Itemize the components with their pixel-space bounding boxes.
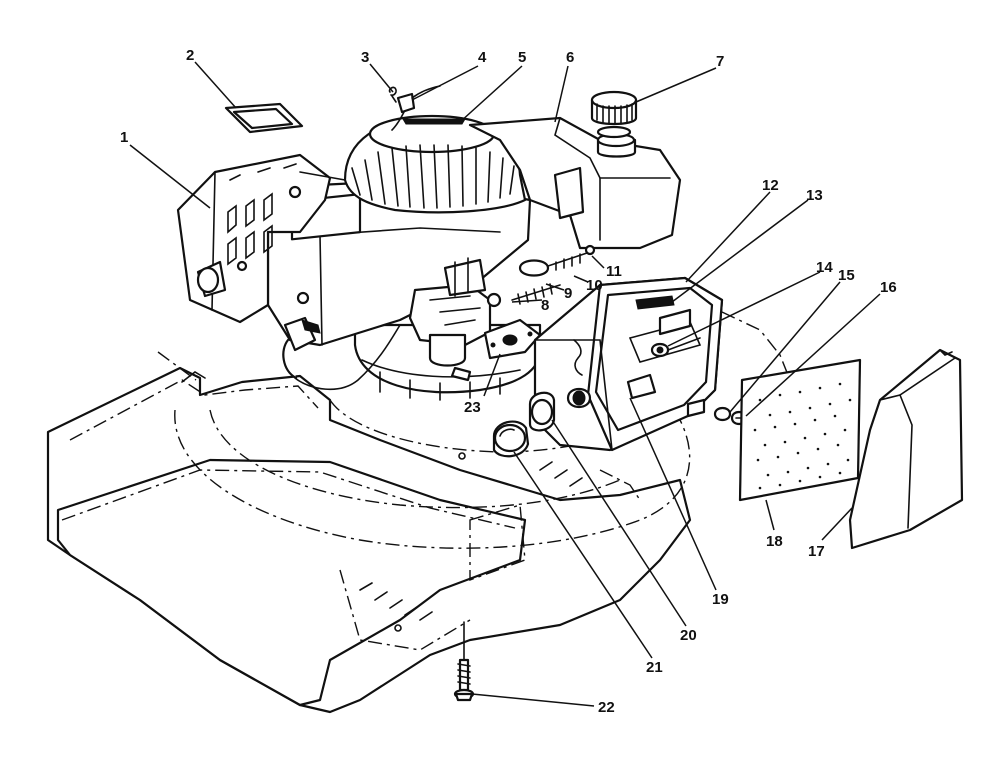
spark-plug [282,316,401,391]
callout-13: 13 [806,187,823,204]
callout-3: 3 [361,49,369,66]
leader-lines [129,61,881,707]
fuel-cap [590,90,638,139]
callout-1: 1 [120,129,128,146]
muffler-gasket [224,102,304,134]
callout-6: 6 [566,49,574,66]
engine-assembly [176,85,682,401]
callout-15: 15 [838,267,855,284]
callout-10: 10 [586,277,603,294]
callout-12: 12 [762,177,779,194]
callout-11: 11 [606,263,622,280]
callout-4: 4 [478,49,487,66]
callout-16: 16 [880,279,897,296]
foam-filter-element [738,358,862,502]
air-cleaner-cover [848,348,964,550]
callout-23: 23 [464,399,481,416]
callout-18: 18 [766,533,783,550]
callout-9: 9 [564,285,572,302]
callout-22: 22 [598,699,615,716]
carburetor-gasket [483,318,542,360]
breather-plug [492,420,530,458]
callout-5: 5 [518,49,526,66]
mounting-screw [453,621,475,702]
breather-seal [528,391,556,432]
callout-2: 2 [186,47,194,64]
air-cleaner-body [533,276,724,452]
callout-19: 19 [712,591,729,608]
callout-17: 17 [808,543,825,560]
mower-deck [46,311,791,714]
callout-8: 8 [541,297,549,314]
callout-14: 14 [816,259,833,276]
callout-20: 20 [680,627,697,644]
callout-labels: 1 2 3 4 5 6 7 8 9 10 11 12 13 14 15 16 1… [120,47,897,716]
callout-7: 7 [716,53,724,70]
callout-21: 21 [646,659,663,676]
